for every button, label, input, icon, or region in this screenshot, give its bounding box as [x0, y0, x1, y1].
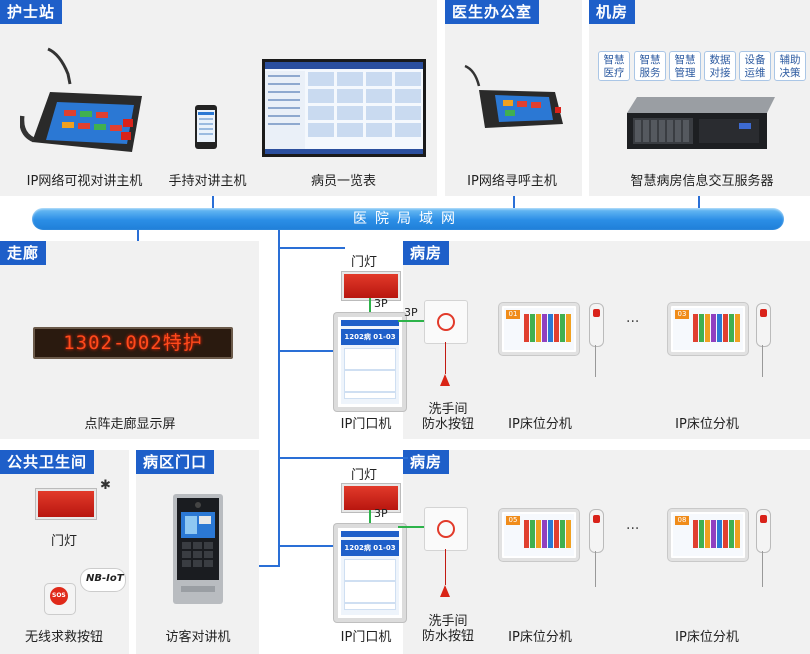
ward2-bed-terminal-a: 05	[499, 509, 579, 561]
ward-1-tag: 病房	[403, 241, 450, 265]
function-decision-support: 辅助决策	[774, 51, 806, 81]
ward1-wash-label-2: 防水按钮	[421, 417, 474, 432]
ward2-handset-b-cord	[762, 551, 763, 587]
ward2-door-light-label: 门灯	[350, 468, 377, 483]
visitor-intercom-label: 访客对讲机	[165, 630, 231, 645]
patient-list-board-icon	[262, 59, 426, 157]
ward-2-tag: 病房	[403, 450, 450, 474]
ward2-handset-b	[756, 509, 771, 553]
wire-entrance	[259, 565, 279, 567]
ward2-pull-bell	[440, 585, 450, 597]
ward2-bed-num-a: 05	[506, 516, 520, 525]
wire-ward1-top	[278, 247, 345, 249]
ward1-handset-b	[756, 303, 771, 347]
ward2-wash-button	[424, 507, 468, 551]
nbiot-cloud	[80, 568, 126, 592]
ward1-handset-b-cord	[762, 345, 763, 377]
wire-ward1-span	[278, 457, 408, 459]
function-smart-medical: 智慧医疗	[598, 51, 630, 81]
ward2-door-terminal-label: IP门口机	[340, 630, 392, 645]
nurse-station-tag: 护士站	[0, 0, 63, 24]
ward-entrance-tag: 病区门口	[136, 450, 215, 474]
server-icon	[627, 97, 775, 149]
ward2-pull-cord	[445, 549, 446, 585]
ward2-wash-label-2: 防水按钮	[421, 629, 474, 644]
restroom-door-light	[36, 489, 96, 519]
wire-nurse	[212, 196, 214, 208]
public-restroom-panel: 公共卫生间	[0, 450, 129, 654]
ward2-door-light	[342, 484, 400, 512]
machine-room-tag: 机房	[589, 0, 636, 24]
sos-text: SOS	[52, 592, 66, 599]
nbiot-label: NB-IoT	[86, 573, 124, 584]
ward2-door-light-cable	[369, 510, 371, 526]
ward2-wash-label-1: 洗手间	[428, 614, 468, 629]
ward1-bed-num-a: 01	[506, 310, 520, 319]
ward1-door-light-cable	[369, 298, 371, 314]
server-label: 智慧病房信息交互服务器	[630, 174, 774, 189]
patient-list-label: 病员一览表	[310, 174, 376, 189]
hospital-lan-label: 医院局域网	[353, 211, 463, 227]
ward1-door-terminal: 1202病 01-03床	[334, 313, 406, 411]
function-data-integration: 数据对接	[704, 51, 736, 81]
ward1-bed-label-a: IP床位分机	[508, 417, 572, 432]
paging-host-label: IP网络寻呼主机	[467, 174, 557, 189]
hospital-lan-bar: 医院局域网	[32, 208, 784, 230]
function-smart-management: 智慧管理	[669, 51, 701, 81]
ward1-cable-3p-side: 3P	[404, 306, 418, 319]
video-intercom-host-icon	[20, 47, 142, 152]
ward2-cable-3p-top: 3P	[374, 507, 388, 520]
ward1-pull-bell	[440, 374, 450, 386]
ward1-bed-terminal-a: 01	[499, 303, 579, 355]
led-display-text: 1302-002特护	[63, 332, 203, 354]
ward2-room-text: 1202病 01-03床	[341, 540, 399, 568]
corridor-display-label: 点阵走廊显示屏	[84, 417, 176, 432]
video-intercom-host-label: IP网络可视对讲主机	[26, 174, 143, 189]
ward2-ellipsis: ···	[626, 521, 640, 537]
ward1-bed-num-b: 03	[675, 310, 689, 319]
ward2-bed-label-b: IP床位分机	[675, 630, 739, 645]
wire-ward1-mid	[278, 350, 338, 352]
sos-button-label: 无线求救按钮	[24, 630, 103, 645]
bluetooth-icon: ✱	[100, 478, 111, 493]
ward1-door-light	[342, 272, 400, 300]
ward2-bed-label-a: IP床位分机	[508, 630, 572, 645]
public-restroom-tag: 公共卫生间	[0, 450, 95, 474]
led-corridor-display: 1302-002特护	[33, 327, 233, 359]
paging-host-icon	[464, 64, 563, 128]
ward1-bed-label-b: IP床位分机	[675, 417, 739, 432]
ward1-handset-a	[589, 303, 604, 347]
ward2-handset-a	[589, 509, 604, 553]
restroom-door-light-label: 门灯	[50, 534, 77, 549]
ward2-bed-terminal-b: 08	[668, 509, 748, 561]
corridor-tag: 走廊	[0, 241, 47, 265]
handheld-host-label: 手持对讲主机	[168, 174, 247, 189]
handheld-host-icon	[195, 105, 217, 149]
ward1-door-light-label: 门灯	[350, 255, 377, 270]
function-device-ops: 设备运维	[739, 51, 771, 81]
ward2-wash-cable	[398, 526, 424, 528]
ward1-pull-cord	[445, 342, 446, 374]
wire-corridor	[137, 230, 139, 241]
ward1-handset-a-cord	[595, 345, 596, 377]
ward1-room-text: 1202病 01-03床	[341, 329, 399, 357]
ward1-bed-terminal-b: 03	[668, 303, 748, 355]
wire-trunk	[278, 230, 280, 567]
wire-ward2-mid	[278, 545, 338, 547]
doctor-office-tag: 医生办公室	[445, 0, 540, 24]
ward2-handset-a-cord	[595, 551, 596, 587]
ward1-ellipsis: ···	[626, 314, 640, 330]
ward2-bed-num-b: 08	[675, 516, 689, 525]
function-smart-service: 智慧服务	[634, 51, 666, 81]
ward1-wash-button	[424, 300, 468, 344]
ward1-door-terminal-label: IP门口机	[340, 417, 392, 432]
ward2-door-terminal: 1202病 01-03床	[334, 524, 406, 622]
ward1-wash-cable	[398, 320, 424, 322]
wire-doctor	[513, 196, 515, 208]
wire-machine	[698, 196, 700, 208]
sos-button-icon	[50, 587, 68, 605]
visitor-intercom-icon	[173, 494, 223, 604]
ward1-wash-label-1: 洗手间	[428, 402, 468, 417]
ward1-cable-3p-top: 3P	[374, 297, 388, 310]
